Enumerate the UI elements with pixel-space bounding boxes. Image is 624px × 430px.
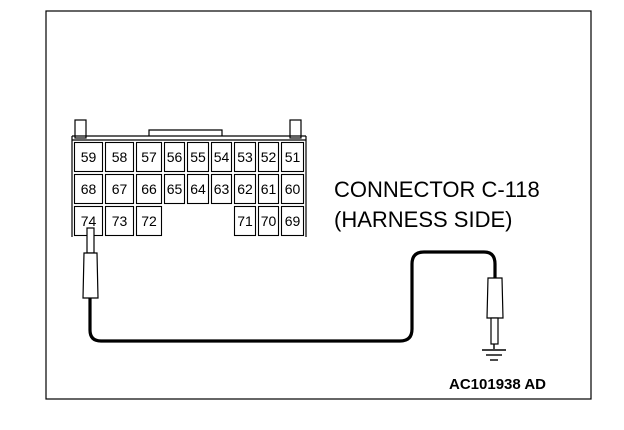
connector-housing bbox=[71, 119, 307, 237]
terminal-cell bbox=[280, 205, 305, 237]
terminal-number: 62 bbox=[237, 181, 253, 197]
terminal-number: 60 bbox=[285, 181, 301, 197]
terminal-cell bbox=[233, 141, 257, 173]
probe-lead bbox=[82, 227, 504, 345]
connector-name-label: CONNECTOR C-118 bbox=[334, 177, 540, 202]
terminal-cell bbox=[104, 173, 135, 205]
terminal-cell bbox=[257, 173, 280, 205]
terminal-cell bbox=[280, 173, 305, 205]
terminal-cell bbox=[104, 141, 135, 173]
terminal-number: 68 bbox=[81, 181, 97, 197]
terminal-cell bbox=[210, 141, 233, 173]
terminal-number: 52 bbox=[261, 149, 277, 165]
terminal-cell bbox=[257, 205, 280, 237]
terminal-cell bbox=[163, 173, 186, 205]
terminal-number: 63 bbox=[214, 181, 230, 197]
terminal-number: 54 bbox=[214, 149, 230, 165]
terminal-cell bbox=[280, 141, 305, 173]
figure-code: AC101938 AD bbox=[449, 376, 546, 393]
terminal-cell bbox=[233, 173, 257, 205]
terminal-number: 61 bbox=[261, 181, 277, 197]
terminal-number: 65 bbox=[167, 181, 183, 197]
terminal-number: 58 bbox=[112, 149, 128, 165]
terminal-cell bbox=[135, 205, 163, 237]
terminal-cell bbox=[210, 173, 233, 205]
terminal-cell bbox=[186, 173, 210, 205]
figure-border bbox=[45, 10, 592, 400]
terminal-number: 74 bbox=[81, 213, 97, 229]
terminal-number: 71 bbox=[237, 213, 253, 229]
terminal-cell bbox=[257, 141, 280, 173]
terminal-cell bbox=[135, 173, 163, 205]
ground-icon bbox=[482, 344, 506, 361]
terminal-cell bbox=[186, 141, 210, 173]
terminal-number: 55 bbox=[190, 149, 206, 165]
terminal-number: 56 bbox=[167, 149, 183, 165]
terminal-number: 51 bbox=[285, 149, 301, 165]
connector-side-label: (HARNESS SIDE) bbox=[334, 207, 512, 232]
terminal-number: 67 bbox=[112, 181, 128, 197]
terminal-cell bbox=[233, 205, 257, 237]
terminal-number: 64 bbox=[190, 181, 206, 197]
terminal-number: 66 bbox=[141, 181, 157, 197]
terminal-cell bbox=[135, 141, 163, 173]
terminal-number: 72 bbox=[141, 213, 157, 229]
terminal-grid: 59 58 57 56 55 54 53 52 51 68 67 66 65 64 63 62 61 60 74 73… bbox=[73, 141, 305, 237]
terminal-number: 57 bbox=[141, 149, 157, 165]
terminal-number: 69 bbox=[285, 213, 301, 229]
terminal-number: 73 bbox=[112, 213, 128, 229]
terminal-number: 59 bbox=[81, 149, 97, 165]
terminal-cell bbox=[163, 141, 186, 173]
terminal-number: 53 bbox=[237, 149, 253, 165]
terminal-cell bbox=[73, 141, 104, 173]
terminal-cell bbox=[73, 173, 104, 205]
terminal-number: 70 bbox=[261, 213, 277, 229]
terminal-cell bbox=[104, 205, 135, 237]
